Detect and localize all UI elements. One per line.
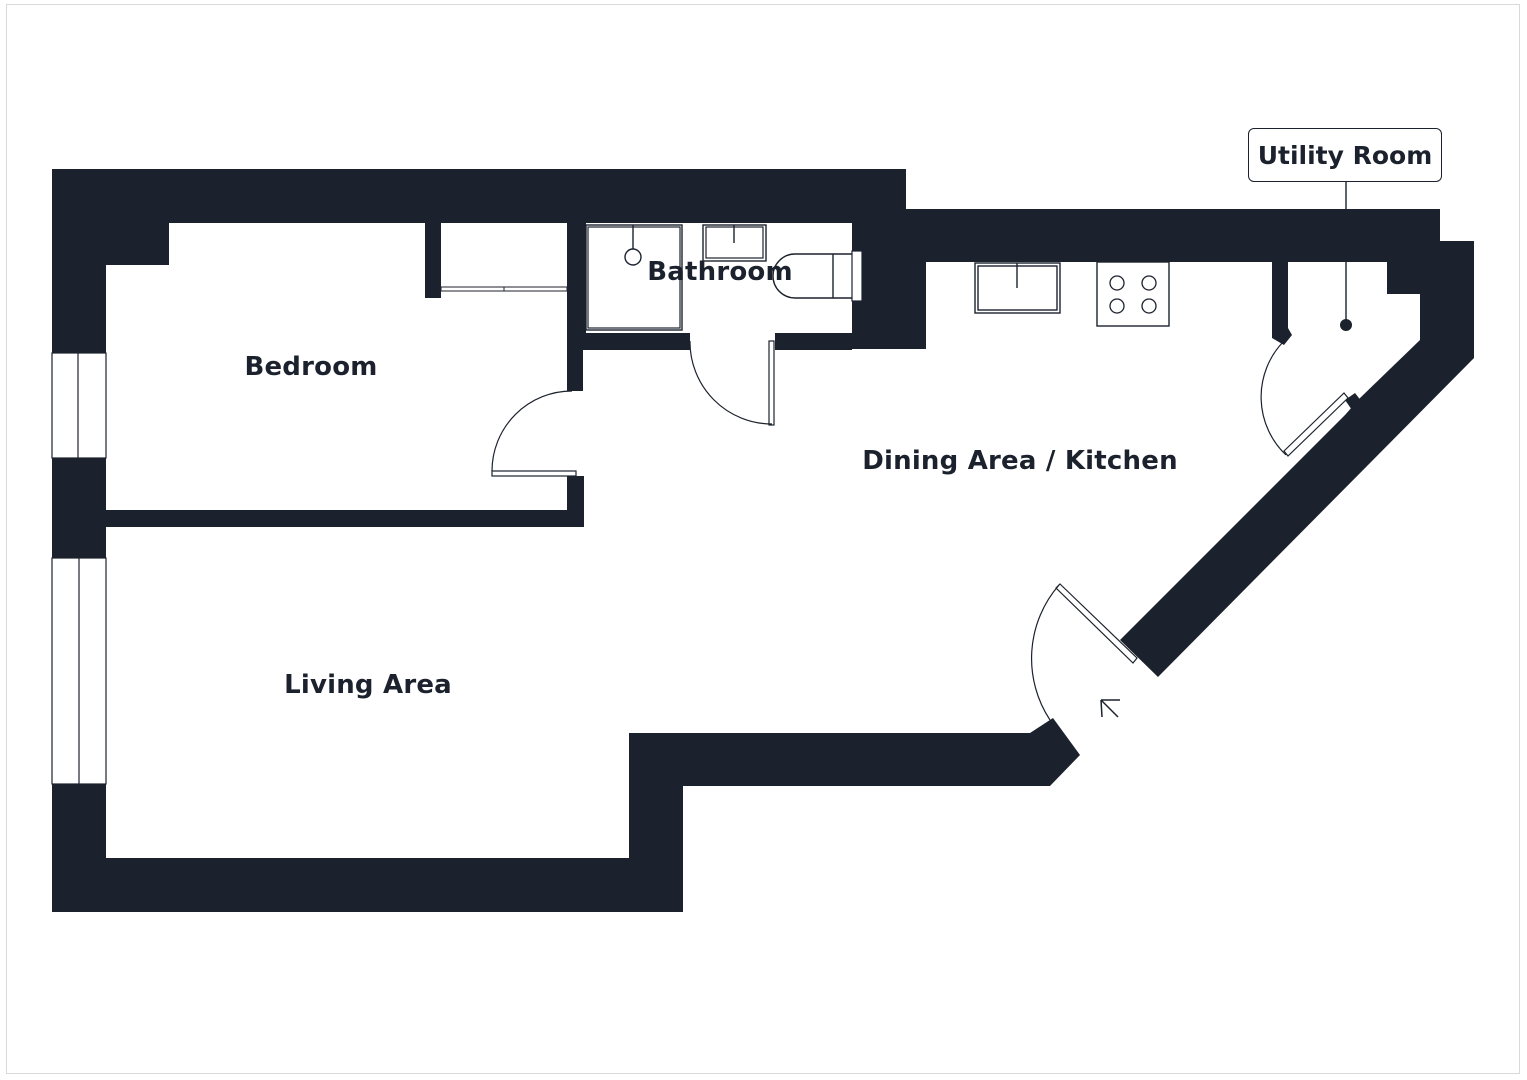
utility-callout-leader [1340,182,1352,331]
wall-wardrobe [425,223,441,298]
wall-bathroom-right [852,223,926,349]
four-ring-hob [1096,261,1170,327]
wall-utility-door-jamb [1272,328,1292,345]
wall-top-right [906,209,1440,262]
wall-utility-right [1387,262,1420,294]
wall-utility-door-jamb-right [1345,393,1362,410]
wall-diagonal [1120,294,1474,677]
wall-bedroom-bottom [106,510,584,527]
entrance-arrow-icon [1100,699,1120,718]
wall-top-left [52,169,906,223]
page-border [6,4,1520,1074]
door-entrance [1031,583,1138,721]
wall-bottom-right [629,718,1080,786]
wall-left-middle [52,458,106,558]
room-label-bathroom: Bathroom [647,257,793,287]
wall-bathroom-bottom-left [583,333,690,350]
wall-bathroom-bottom-right [775,333,852,350]
wardrobe-doors [440,286,568,292]
room-label-utility-room: Utility Room [1257,140,1433,170]
wall-bedroom-notch [52,223,169,265]
room-label-living-area: Living Area [284,670,452,700]
room-label-dining-kitchen: Dining Area / Kitchen [862,446,1178,476]
wall-bedroom-right-lower [567,476,584,527]
door-bathroom [689,340,775,426]
door-bedroom [491,390,577,477]
shower-tray [585,224,683,331]
wall-bathroom-left [568,223,586,350]
wall-bottom [52,858,683,912]
utility-room-callout: Utility Room [1248,128,1442,182]
kitchen-sink [974,262,1061,314]
toilet [772,250,863,302]
wall-left-upper [52,265,106,353]
wash-basin [702,224,767,262]
wall-utility-left [1272,262,1288,328]
door-utility [1260,341,1349,457]
window-living [51,557,107,785]
room-label-bedroom: Bedroom [244,352,378,382]
window-bedroom [51,352,107,459]
